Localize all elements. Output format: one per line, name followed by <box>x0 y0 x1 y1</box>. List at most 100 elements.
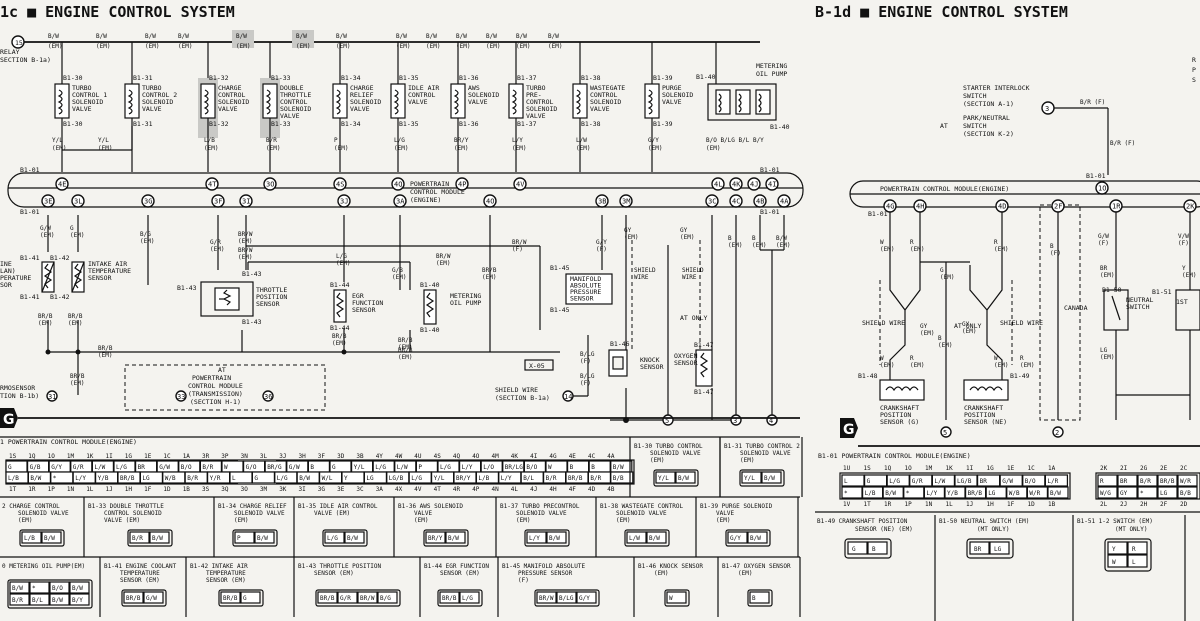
connector-name: (EM) <box>616 517 630 524</box>
right-wire-harness: (F) <box>1098 240 1109 247</box>
shield-label: WIRE <box>634 274 649 281</box>
connector-name: SOLENOID VALVE <box>18 510 69 517</box>
connector-name: (MT ONLY) <box>1115 526 1148 533</box>
component-label: METERING <box>756 62 787 70</box>
pin-cell <box>610 471 634 484</box>
pcm-pin-3f: 3F <box>211 194 225 208</box>
lower-wire-label: B/G <box>140 231 151 238</box>
pin-number: 1N <box>67 486 75 493</box>
pcm-pin-label: 4O <box>486 198 494 206</box>
pin-color: G <box>332 464 336 471</box>
component-label: WASTEGATE <box>590 84 625 92</box>
lower-wire-harness: (EM) <box>70 232 84 239</box>
right-wire-harness: (EM) <box>1100 354 1114 361</box>
pin-number: 1D <box>1028 501 1036 508</box>
connector-name: SENSOR (EM) <box>120 577 160 584</box>
connector-name: VALVE <box>716 510 734 517</box>
connector-name: SENSOR (EM) <box>314 570 354 577</box>
mid-wire-harness: (EM) <box>52 145 66 152</box>
sensor-label: SENSOR (G) <box>880 418 919 426</box>
connector-pin: * <box>32 585 36 592</box>
right-wire-label: R <box>1020 355 1024 362</box>
svg-text:(SECTION B-1a): (SECTION B-1a) <box>495 394 550 402</box>
pin-number: 4F <box>569 486 577 493</box>
relay-ref-number: 15 <box>15 39 23 47</box>
connector-name: B1-45 MANIFOLD ABSOLUTE <box>502 563 585 570</box>
top-wire-label: B/W <box>48 33 59 40</box>
right-wire-harness: (EM) <box>994 246 1008 253</box>
pcm-pin-label: 3M <box>622 198 630 206</box>
pin-number: 3C <box>356 486 364 493</box>
sensor-code: B1-46 <box>610 340 630 348</box>
pin-color: B/B <box>1180 490 1191 497</box>
pin-color: W/L <box>322 475 333 482</box>
sensor-label: NEUTRAL <box>1126 296 1153 304</box>
component-label: CONTROL <box>590 91 617 99</box>
pcm-pin-3c: 3C <box>705 194 719 208</box>
pin-color: * <box>906 490 910 497</box>
pin-number: 4D <box>588 486 596 493</box>
lower-wire-label: BR/B <box>482 267 497 274</box>
lower-wire-label: GY <box>680 227 688 234</box>
connector-name: B1-42 INTAKE AIR <box>190 563 248 570</box>
pin-color: B/O <box>1025 478 1036 485</box>
pin-color: L/B <box>8 475 19 482</box>
connector-name: SOLENOID VALVE <box>616 510 667 517</box>
pin-color: W/G <box>1100 490 1111 497</box>
top-wire-harness: (EM) <box>456 43 470 50</box>
pin-number: 1P <box>905 501 913 508</box>
at-pcm-box: AT POWERTRAIN CONTROL MODULE (TRANSMISSI… <box>124 364 326 411</box>
pcm-pin-3j: 3J <box>337 194 351 208</box>
pin-color: * <box>53 475 57 482</box>
pcm-pin-label: 3L <box>74 198 82 206</box>
ground-wire-label: BR/B <box>98 345 113 352</box>
svg-text:B1-01: B1-01 <box>1086 172 1106 180</box>
svg-text:SWITCH: SWITCH <box>963 122 987 130</box>
connector-name: 2 CHARGE CONTROL <box>2 503 60 510</box>
top-wire-harness: (EM) <box>396 43 410 50</box>
mid-wire-label: BR/Y <box>454 137 469 144</box>
top-wire-label: B/W <box>145 33 156 40</box>
lower-wire-harness: (EM) <box>482 274 496 281</box>
ground-wire-harness: (EM) <box>68 320 82 327</box>
component-label: CONTROL 1 <box>72 91 107 99</box>
top-wire-harness: (EM) <box>296 43 310 50</box>
pin-number: 4A <box>607 453 615 460</box>
connector-name: B1-36 AWS SOLENOID <box>398 503 463 510</box>
pin-number: 3N <box>241 453 249 460</box>
connector-name: SOLENOID VALVE <box>740 450 791 457</box>
right-wire-harness: (EM) <box>994 362 1008 369</box>
component-label: CONTROL <box>280 98 307 106</box>
connector-pin: BR/B <box>223 595 238 602</box>
top-wire-label: B/W <box>396 33 407 40</box>
pin-color: G <box>867 478 871 485</box>
component-code: B1-38 <box>581 74 601 82</box>
connector-pin: B/W <box>448 535 459 542</box>
pin-number: 1U <box>843 465 851 472</box>
top-wire-labels: B/W(EM)B/W(EM)B/W(EM)B/W(EM)B/W(EM)B/W(E… <box>48 33 562 50</box>
lower-wire-label: BR/W <box>512 239 527 246</box>
connector-name: 0 METERING OIL PUMP(EM) <box>2 563 85 570</box>
mid-wire-label: B/O B/LG B/L B/Y <box>706 137 764 144</box>
component-label: CHARGE <box>218 84 242 92</box>
pin-number: 3P <box>221 453 229 460</box>
sensor-label: FUNCTION <box>352 299 383 307</box>
pin-number: 4W <box>395 453 403 460</box>
pin-number: 4S <box>434 453 442 460</box>
svg-text:TION B-1b): TION B-1b) <box>0 392 39 400</box>
component-label: THROTTLE <box>280 91 311 99</box>
pin-number: 1B <box>1048 501 1056 508</box>
pin-color: G/B <box>30 464 41 471</box>
svg-text:CANADA: CANADA <box>1064 304 1088 312</box>
pcm-pin-label: 4H <box>916 203 924 211</box>
ground-wire-label: B/LG <box>580 351 595 358</box>
pin-number: 1H <box>125 486 133 493</box>
lower-wire-harness: (EM) <box>436 260 450 267</box>
connector-pin: B/Y <box>72 597 83 604</box>
pin-number: 1E <box>144 453 152 460</box>
component-label: PRE- <box>526 91 542 99</box>
connector-name: B1-49 CRANKSHAFT POSITION <box>817 518 908 525</box>
lower-wire-label: BR/W <box>436 253 451 260</box>
